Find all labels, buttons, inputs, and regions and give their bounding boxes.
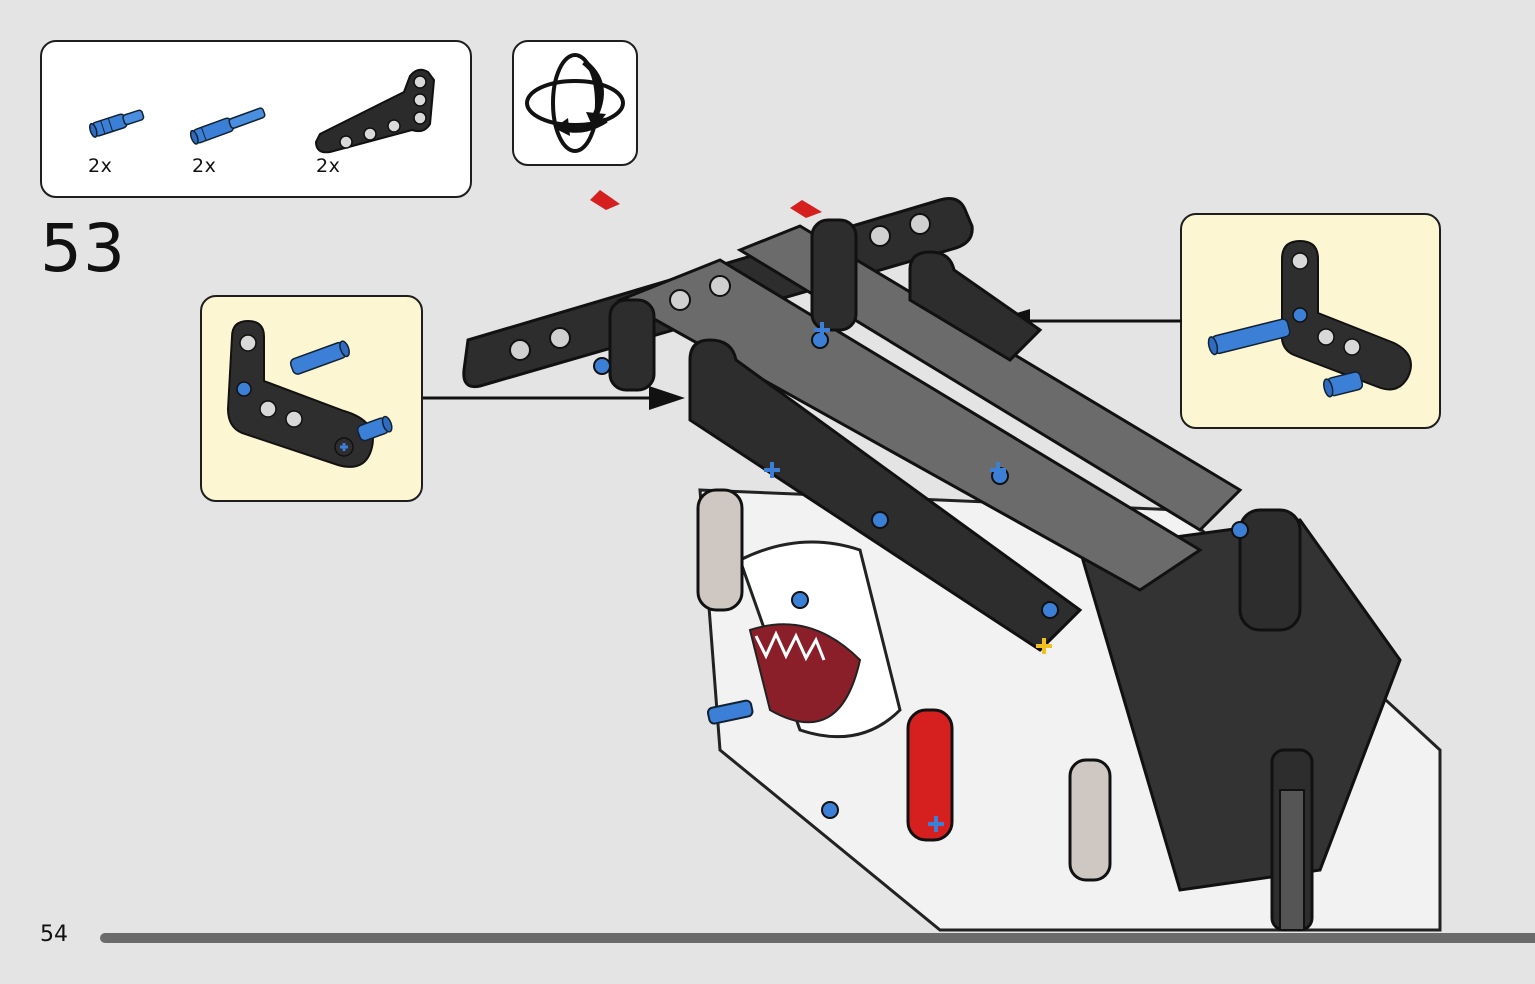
parts-list-panel: 2x 2x 2x <box>40 40 472 198</box>
progress-bar <box>100 933 1535 943</box>
callout-left <box>200 295 423 502</box>
sub-assembly-illustration <box>1207 239 1412 398</box>
model-illustration <box>462 190 1442 932</box>
part-qty: 2x <box>316 155 341 177</box>
sub-assembly-illustration <box>226 319 393 468</box>
part-qty: 2x <box>192 155 217 177</box>
part-qty: 2x <box>88 155 113 177</box>
page-number: 54 <box>40 922 68 947</box>
blue-long-pin-icon <box>188 102 274 146</box>
arrow-left-callout <box>423 386 685 410</box>
black-l-beam-icon <box>312 64 437 154</box>
callout-right <box>1180 213 1441 429</box>
rotate-panel <box>512 40 638 166</box>
step-number: 53 <box>40 210 126 287</box>
rotate-model-icon <box>525 53 625 153</box>
blue-pin-icon <box>88 102 150 142</box>
